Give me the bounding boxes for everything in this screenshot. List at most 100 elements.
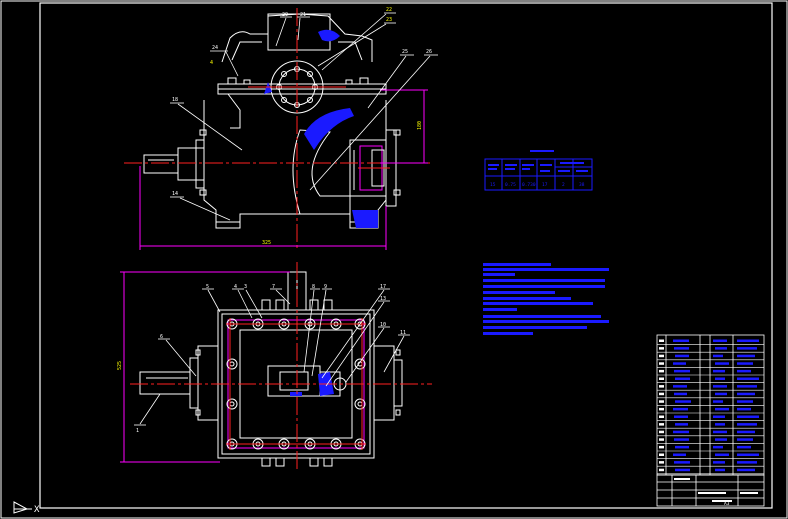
parts-list-text-mark [737,453,759,456]
plan-view-dimensions [120,271,290,463]
parts-list-text-mark [713,445,723,449]
parts-list-text-mark [737,354,755,358]
parts-list-text-mark [737,400,753,403]
parts-list-text-mark [713,385,727,388]
parts-list-text-mark [715,423,725,426]
part-number-25: 25 [402,49,408,55]
part-number-14: 14 [172,191,178,197]
parts-list-index-mark [659,339,664,342]
parts-list-text-mark [673,385,687,388]
parts-list-text-mark [674,369,690,373]
parts-list-text-mark [737,385,757,388]
parts-list [656,334,765,476]
spec-value-4: 17 [542,182,548,188]
part-number-22: 22 [386,7,392,13]
parts-list-index-mark [659,354,664,358]
parts-list-index-mark [659,438,664,441]
title-block [656,474,765,507]
parts-list-text-mark [737,362,753,365]
parts-list-index-mark [659,445,664,449]
plan-view-centerlines [130,262,432,470]
ucs-x-label: X [34,505,40,515]
parts-list-text-mark [715,362,729,365]
parts-list-index-mark [659,407,664,411]
drawing-code: A3 [724,501,730,507]
part-number-24: 24 [212,45,218,51]
spec-value-1: 15 [490,182,496,188]
parts-list-text-mark [713,339,727,342]
parts-list-text-mark [737,377,759,380]
part-number-26: 26 [426,49,432,55]
parts-list-text-mark [675,468,690,472]
parts-list-text-mark [673,453,686,456]
parts-list-text-mark [713,415,725,418]
part-number-7: 7 [272,284,275,290]
parts-list-text-mark [713,400,723,403]
part-number-17: 17 [380,284,386,290]
gearbox-cover [221,13,373,63]
spec-value-2: 0.75 [505,182,516,188]
part-number-6: 6 [160,334,163,340]
parts-list-text-mark [737,438,753,441]
parts-list-text-mark [737,423,757,426]
worm-gear-block [267,365,321,397]
parts-list-text-mark [737,347,757,350]
part-number-4-front: 4 [210,60,213,66]
parts-list-text-mark [737,392,755,396]
spec-table-title-bar [530,150,554,152]
parts-list-text-mark [675,423,688,426]
front-view-centerlines [124,8,430,250]
parts-list-text-mark [737,468,755,472]
overall-width-dimension: 325 [262,240,271,246]
parts-list-text-mark [673,339,689,342]
technical-requirements [483,263,609,335]
worm-housing-section [292,129,351,215]
parts-list-rows [657,339,764,475]
parts-list-index-mark [659,369,664,373]
parts-list-index-mark [659,377,664,380]
part-number-23: 23 [386,17,392,23]
parts-list-text-mark [673,407,688,411]
parts-list-text-mark [713,461,725,464]
parts-list-text-mark [675,354,689,358]
front-view-leaders [170,12,438,221]
parts-list-text-mark [674,347,689,350]
plan-view [139,271,403,467]
overall-length-dimension: 525 [117,361,123,370]
parts-list-text-mark [715,438,727,441]
parts-list-text-mark [674,415,688,418]
part-number-13: 13 [380,296,386,302]
parts-list-text-mark [673,362,686,365]
parts-list-text-mark [715,453,729,456]
input-bearing-cover [177,147,205,181]
front-view-hatching [264,29,378,228]
plan-view-leaders [134,288,410,426]
parts-list-text-mark [737,415,759,418]
housing-body [203,100,387,229]
height-dimension: 180 [417,121,423,130]
part-number-1: 1 [136,428,139,434]
parts-list-text-mark [715,468,725,472]
parts-list-text-mark [673,430,689,434]
input-shaft [143,154,179,174]
part-number-8: 8 [312,284,315,290]
parts-list-text-mark [675,377,690,380]
part-number-11: 11 [400,330,406,336]
part-number-10: 10 [380,322,386,328]
parts-list-index-mark [659,392,664,396]
parts-list-text-mark [675,400,691,403]
parts-list-index-mark [659,400,664,403]
parts-list-index-mark [659,461,664,464]
input-bearing-housing [197,345,219,421]
front-view-dimensions [139,89,428,250]
part-number-5: 5 [206,284,209,290]
parts-list-index-mark [659,453,664,456]
parts-list-text-mark [715,407,729,411]
parts-list-text-mark [713,354,723,358]
front-view [143,13,401,229]
parts-list-text-mark [737,445,751,449]
spec-value-6: 38 [579,182,585,188]
parts-list-text-mark [715,347,727,350]
part-number-9: 9 [324,284,327,290]
